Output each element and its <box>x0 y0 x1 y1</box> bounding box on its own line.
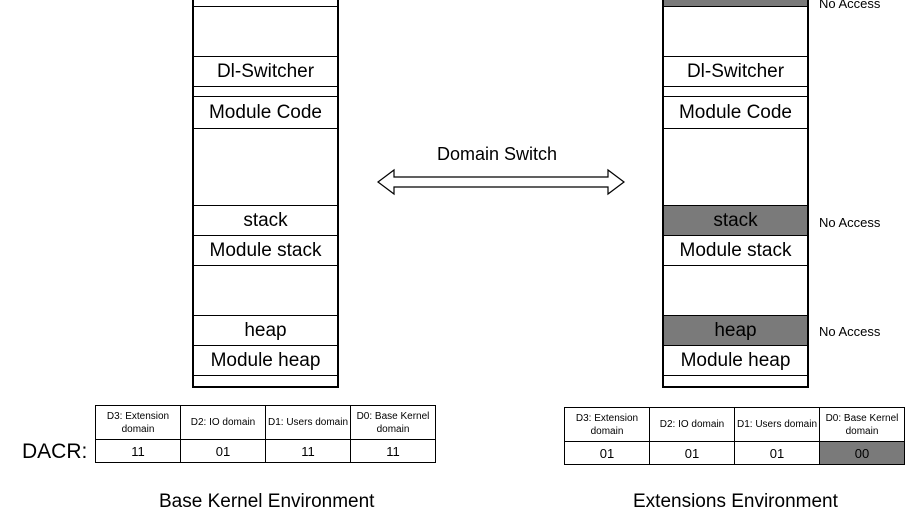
segment-heap: heap <box>194 316 337 346</box>
dacr-header-d1: D1: Users domain <box>734 407 820 442</box>
no-access-note-stack: No Access <box>819 215 881 230</box>
segment-dl-switcher: Dl-Switcher <box>664 57 807 87</box>
dacr-value-d3: 11 <box>95 439 181 463</box>
segment-module-stack: Module stack <box>664 236 807 266</box>
dacr-header-d0: D0: Base Kernel domain <box>350 405 436 440</box>
dacr-table-extensions: D3: Extension domain D2: IO domain D1: U… <box>564 407 905 465</box>
segment-gap-1 <box>664 87 807 97</box>
dacr-value-d2: 01 <box>180 439 266 463</box>
segment-gap-1 <box>194 87 337 97</box>
dacr-label: DACR: <box>22 440 88 463</box>
dacr-header-d2: D2: IO domain <box>649 407 735 442</box>
segment-stack-restricted: stack <box>664 206 807 236</box>
base-kernel-memory-map: Dl-Switcher Module Code stack Module sta… <box>192 0 339 388</box>
segment-empty-2 <box>664 129 807 206</box>
segment-heap-restricted: heap <box>664 316 807 346</box>
segment-stack: stack <box>194 206 337 236</box>
segment-dl-switcher: Dl-Switcher <box>194 57 337 87</box>
double-arrow-icon <box>377 168 625 196</box>
no-access-note-heap: No Access <box>819 324 881 339</box>
segment-empty-2 <box>194 129 337 206</box>
dacr-header-d1: D1: Users domain <box>265 405 351 440</box>
dacr-header-d3: D3: Extension domain <box>95 405 181 440</box>
segment-bottom <box>664 376 807 386</box>
caption-base-kernel: Base Kernel Environment <box>159 491 375 512</box>
dacr-header-d3: D3: Extension domain <box>564 407 650 442</box>
segment-empty-1 <box>194 7 337 57</box>
dacr-value-d1: 01 <box>734 441 820 465</box>
segment-module-heap: Module heap <box>664 346 807 376</box>
caption-extensions: Extensions Environment <box>633 491 838 512</box>
segment-top-restricted <box>664 0 807 7</box>
segment-empty-1 <box>664 7 807 57</box>
segment-empty-3 <box>664 266 807 316</box>
segment-empty-3 <box>194 266 337 316</box>
segment-module-heap: Module heap <box>194 346 337 376</box>
dacr-header-d0: D0: Base Kernel domain <box>819 407 905 442</box>
segment-bottom <box>194 376 337 386</box>
dacr-table-base: D3: Extension domain D2: IO domain D1: U… <box>95 405 436 463</box>
domain-switch-label: Domain Switch <box>437 144 558 164</box>
segment-module-code: Module Code <box>664 97 807 129</box>
segment-module-code: Module Code <box>194 97 337 129</box>
dacr-value-d3: 01 <box>564 441 650 465</box>
dacr-value-d2: 01 <box>649 441 735 465</box>
dacr-value-d0-restricted: 00 <box>819 441 905 465</box>
extensions-memory-map: Dl-Switcher Module Code stack Module sta… <box>662 0 809 388</box>
no-access-note-top: No Access <box>819 0 881 11</box>
segment-module-stack: Module stack <box>194 236 337 266</box>
dacr-value-d1: 11 <box>265 439 351 463</box>
segment-top <box>194 0 337 7</box>
dacr-value-d0: 11 <box>350 439 436 463</box>
dacr-header-d2: D2: IO domain <box>180 405 266 440</box>
